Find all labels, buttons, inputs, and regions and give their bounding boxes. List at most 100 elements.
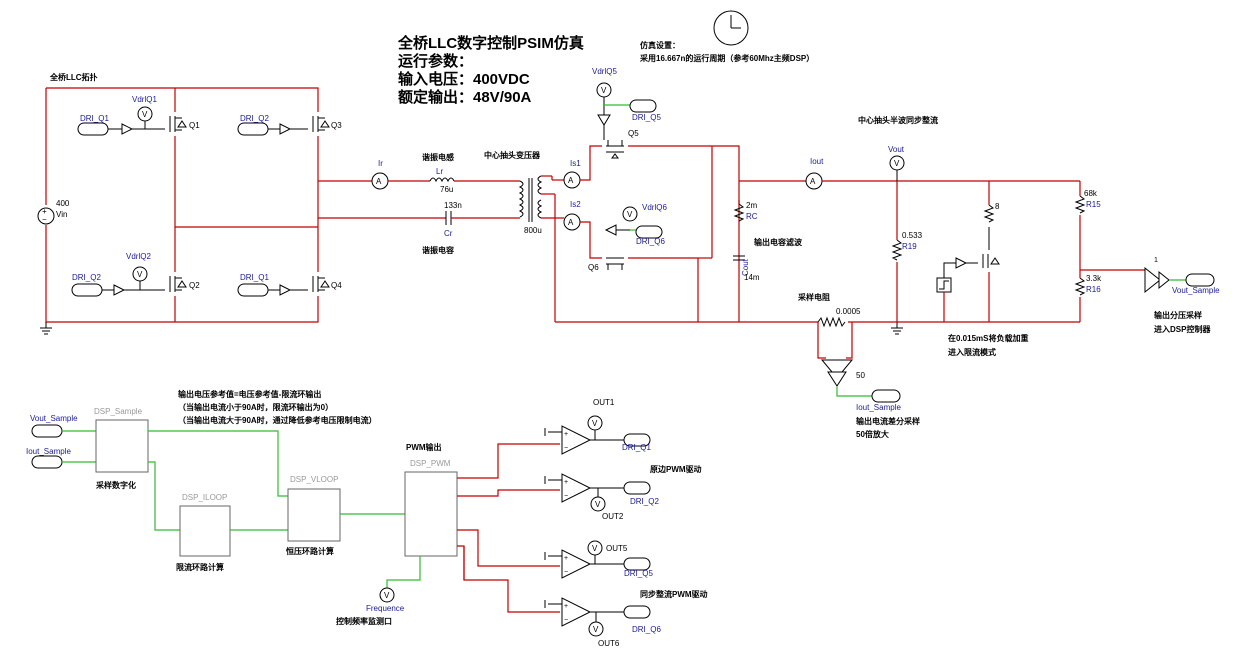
vout-sample-label-shape[interactable] bbox=[1185, 273, 1215, 287]
q4-label: Q4 bbox=[331, 281, 342, 290]
pwm-out-label: PWM输出 bbox=[406, 442, 442, 452]
dsp-vloop-name: DSP_VLOOP bbox=[290, 475, 338, 484]
out2-label: OUT2 bbox=[602, 512, 624, 521]
dsp-iloop-block[interactable] bbox=[179, 505, 231, 557]
sync-rect-label: 中心抽头半波同步整流 bbox=[858, 115, 938, 125]
is2-label: Is2 bbox=[570, 200, 581, 209]
title-line1: 全桥LLC数字控制PSIM仿真 bbox=[397, 34, 584, 52]
mosfet-q3[interactable] bbox=[308, 112, 332, 136]
comparator-out5: + − bbox=[544, 549, 592, 579]
dri-q5-top-label: DRI_Q5 bbox=[632, 113, 661, 122]
sim-settings-heading: 仿真设置： bbox=[640, 40, 680, 50]
gate-buffer-q3 bbox=[279, 123, 292, 135]
lr-value: 76u bbox=[440, 185, 453, 194]
voltage-loop-label: 恒压环路计算 bbox=[286, 546, 334, 556]
dsp-sample-block[interactable] bbox=[95, 419, 149, 473]
freq-monitor-label: 控制频率监测口 bbox=[336, 616, 392, 626]
dri-q2-top-label-shape[interactable] bbox=[237, 122, 269, 136]
shunt-label: 采样电阻 bbox=[797, 292, 830, 302]
svg-text:−: − bbox=[564, 569, 568, 576]
transformer-label: 中心抽头变压器 bbox=[484, 150, 541, 160]
mosfet-q4[interactable] bbox=[308, 272, 332, 296]
gate-buffer-q1 bbox=[121, 123, 134, 135]
dri-q1-bottom-label-shape[interactable] bbox=[237, 283, 269, 297]
vout-sample-input-shape[interactable] bbox=[31, 424, 63, 438]
svg-text:+: + bbox=[564, 431, 568, 438]
vdrlq1-label: VdrlQ1 bbox=[132, 95, 157, 104]
mosfet-load-switch[interactable] bbox=[978, 250, 1002, 272]
mosfet-q5[interactable] bbox=[602, 140, 628, 160]
capacitor-cr bbox=[445, 211, 452, 225]
gate-buffer-q2 bbox=[113, 284, 126, 296]
svg-text:−: − bbox=[564, 617, 568, 624]
load-note-line1: 在0.015mS将负载加重 bbox=[948, 333, 1028, 343]
is1-label: Is1 bbox=[570, 159, 581, 168]
dri-q1-label-shape[interactable] bbox=[77, 122, 109, 136]
r15-value: 68k bbox=[1084, 189, 1098, 198]
vin-name: Vin bbox=[56, 210, 67, 219]
mosfet-q1[interactable] bbox=[165, 112, 189, 136]
resistor-load bbox=[983, 204, 995, 223]
cout-value: 14m bbox=[744, 273, 760, 282]
svg-text:A: A bbox=[568, 218, 574, 227]
iout-label: Iout bbox=[810, 157, 824, 166]
shunt-value: 0.0005 bbox=[836, 307, 861, 316]
dri-q1-out-shape[interactable] bbox=[623, 433, 651, 447]
q6-label: Q6 bbox=[588, 263, 599, 272]
svg-text:A: A bbox=[568, 176, 574, 185]
rc-value: 2m bbox=[746, 201, 757, 210]
mosfet-q2[interactable] bbox=[165, 272, 189, 296]
resistor-shunt bbox=[817, 316, 846, 328]
vin-source: + − bbox=[37, 205, 55, 225]
cr-name: Cr bbox=[444, 229, 453, 238]
dri-q2-label-shape[interactable] bbox=[71, 283, 103, 297]
inductor-lr bbox=[429, 177, 455, 183]
dri-q6-out-shape[interactable] bbox=[623, 605, 651, 619]
resistor-rc bbox=[733, 203, 745, 222]
dri-q5-top-shape[interactable] bbox=[629, 99, 657, 113]
q5-label: Q5 bbox=[628, 129, 639, 138]
svg-text:−: − bbox=[564, 445, 568, 452]
vout-note-line1: 输出分压采样 bbox=[1154, 310, 1202, 320]
vout-sample-input: Vout_Sample bbox=[30, 414, 78, 423]
dsp-pwm-block[interactable] bbox=[404, 471, 458, 557]
ref-note-line2: （当输出电流小于90A时，限流环输出为0） bbox=[178, 402, 333, 412]
svg-text:V: V bbox=[592, 544, 598, 553]
mosfet-q6[interactable] bbox=[602, 250, 628, 270]
load-gate-buffer bbox=[955, 257, 968, 269]
resistor-r16 bbox=[1074, 277, 1086, 296]
svg-text:V: V bbox=[142, 110, 148, 119]
cr-value: 133n bbox=[444, 201, 462, 210]
dri-q2-out-shape[interactable] bbox=[623, 481, 651, 495]
svg-text:V: V bbox=[592, 419, 598, 428]
dri-q6-out-label: DRI_Q6 bbox=[632, 625, 661, 634]
svg-text:+: + bbox=[42, 207, 47, 216]
q1-label: Q1 bbox=[189, 121, 200, 130]
svg-text:V: V bbox=[384, 591, 390, 600]
r19-name: R19 bbox=[902, 242, 917, 251]
svg-text:V: V bbox=[137, 270, 143, 279]
dri-q2-top-label: DRI_Q2 bbox=[240, 114, 269, 123]
cout-name: Cout bbox=[741, 258, 750, 276]
svg-text:V: V bbox=[894, 159, 900, 168]
capacitor-cout bbox=[733, 255, 745, 261]
rload-value: 8 bbox=[995, 202, 1000, 211]
dsp-vloop-block[interactable] bbox=[287, 488, 341, 542]
dri-q2-out-label: DRI_Q2 bbox=[630, 497, 659, 506]
r19-value: 0.533 bbox=[902, 231, 923, 240]
dri-q6-top-shape[interactable] bbox=[635, 225, 663, 239]
ground-icon bbox=[40, 322, 52, 335]
transformer bbox=[518, 175, 543, 222]
dri-q5-out-shape[interactable] bbox=[623, 557, 651, 571]
svg-text:V: V bbox=[595, 500, 601, 509]
dri-q6-top-label: DRI_Q6 bbox=[636, 237, 665, 246]
iout-sample-label-shape[interactable] bbox=[871, 389, 901, 403]
iout-sample-input: Iout_Sample bbox=[26, 447, 71, 456]
full-bridge-label: 全桥LLC拓扑 bbox=[49, 72, 98, 82]
vdrlq6-label: VdrlQ6 bbox=[642, 203, 667, 212]
dri-q5-out-label: DRI_Q5 bbox=[624, 569, 653, 578]
q3-label: Q3 bbox=[331, 121, 342, 130]
iout-sample-input-shape[interactable] bbox=[31, 455, 63, 469]
dri-q1-label: DRI_Q1 bbox=[80, 114, 109, 123]
